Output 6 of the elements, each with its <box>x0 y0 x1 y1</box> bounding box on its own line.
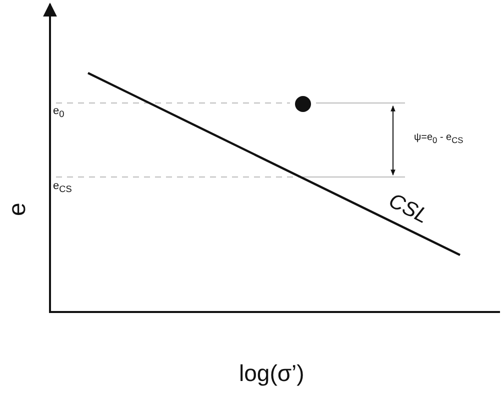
axis-title: log(σ’) <box>239 362 304 385</box>
formula-label: ψ=e$_{0}$ - e$_{CS}$ <box>414 133 464 144</box>
line-label: CSL <box>385 190 432 228</box>
axis-tick-label: e$_{0}$ <box>53 106 64 120</box>
axis-tick-label: e$_{CS}$ <box>53 181 72 194</box>
axis-title: e <box>6 202 30 216</box>
